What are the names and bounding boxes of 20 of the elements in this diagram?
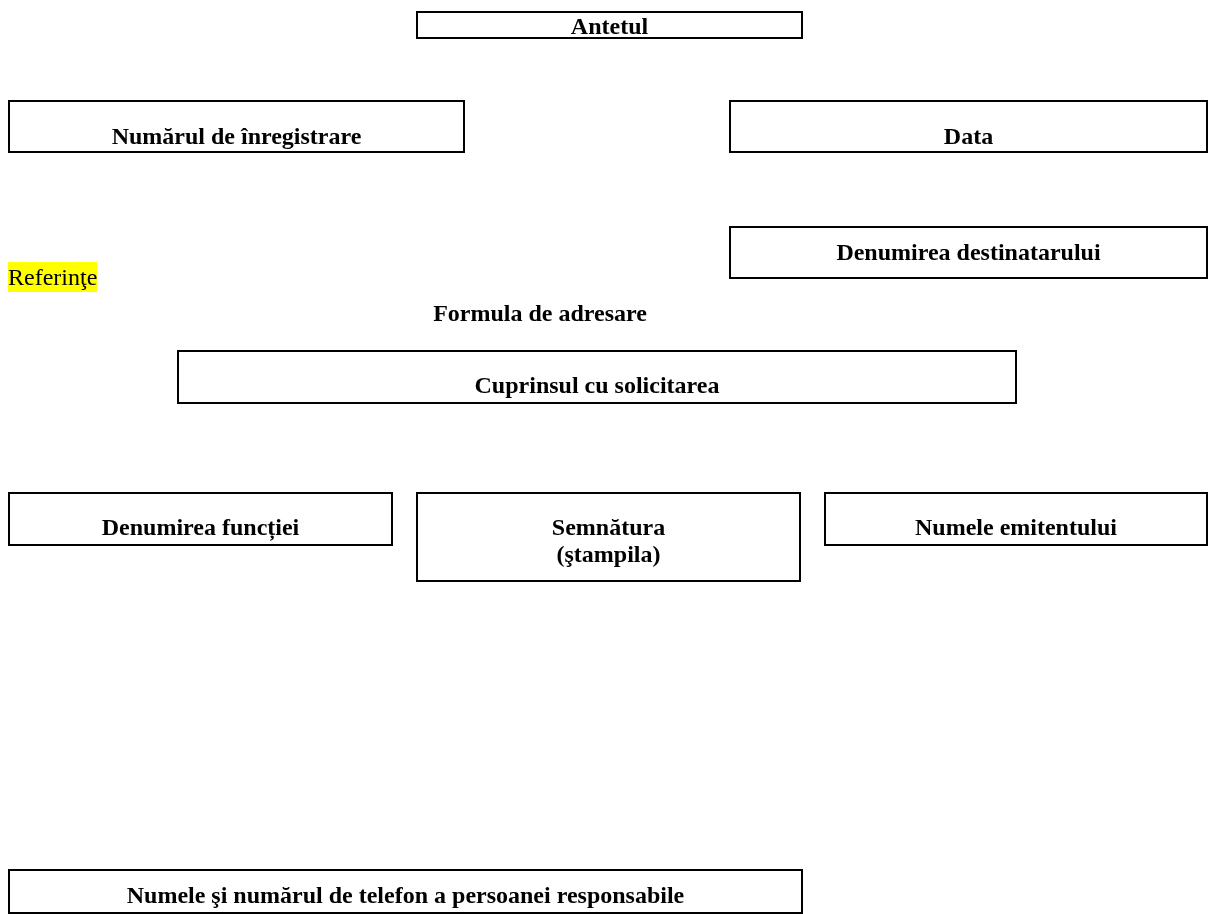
box-label: Numele emitentului — [915, 514, 1117, 541]
text-box — [8, 100, 465, 153]
box-label: Semnătura (ştampila) — [550, 514, 667, 568]
box-label: Denumirea funcției — [101, 514, 300, 541]
text-box — [177, 350, 1017, 404]
text-box — [824, 492, 1208, 546]
text-box — [8, 492, 393, 546]
salutation-text: Formula de adresare — [432, 299, 648, 328]
text-box — [729, 100, 1208, 153]
box-label: Antetul — [570, 13, 649, 40]
text-box — [8, 869, 803, 914]
text-box — [416, 11, 803, 39]
highlighted-note: Referinţe — [8, 262, 98, 292]
text-box — [729, 226, 1208, 279]
box-label: Cuprinsul cu solicitarea — [474, 372, 720, 399]
box-label: Denumirea destinatarului — [836, 239, 1101, 266]
text-box — [416, 492, 801, 582]
box-label: Numele şi numărul de telefon a persoanei responsabile — [126, 882, 685, 909]
box-label: Data — [943, 123, 994, 150]
box-label: Numărul de înregistrare — [111, 123, 362, 150]
